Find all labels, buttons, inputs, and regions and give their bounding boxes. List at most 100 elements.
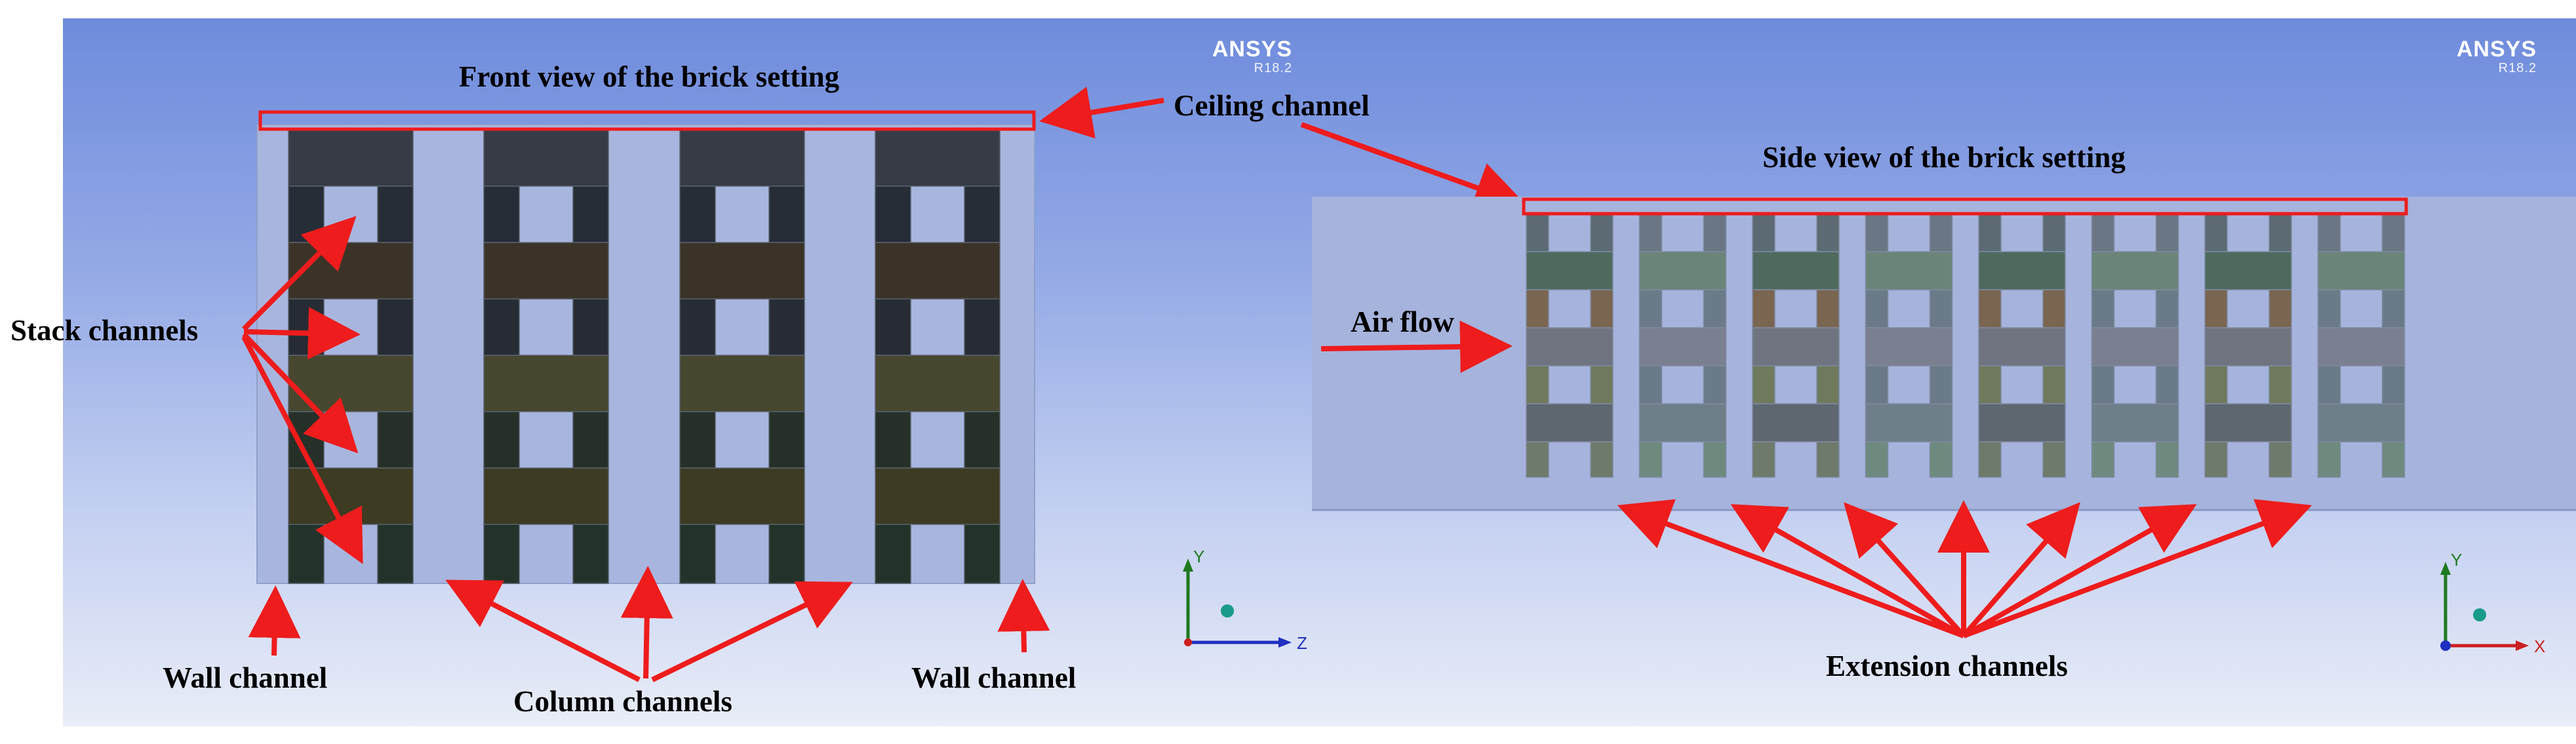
ceiling-channel-box bbox=[258, 110, 1036, 131]
side-brick-course bbox=[1978, 403, 2066, 442]
front-brick-course bbox=[483, 129, 609, 187]
side-view-title: Side view of the brick setting bbox=[1762, 141, 2126, 174]
side-brick-header bbox=[2091, 213, 2115, 252]
wall-channel-right-label: Wall channel bbox=[911, 661, 1076, 694]
side-brick-header bbox=[2204, 441, 2228, 478]
front-z-label: Z bbox=[1297, 633, 1307, 653]
ansys-logo-side: ANSYS R18.2 bbox=[2456, 37, 2537, 75]
side-brick-header bbox=[1978, 289, 2002, 328]
side-brick-course bbox=[2091, 327, 2179, 366]
side-brick-header bbox=[1816, 365, 1840, 404]
side-brick-header bbox=[1526, 365, 1549, 404]
side-axis-triad: Y X bbox=[2440, 550, 2545, 656]
air-flow-label: Air flow bbox=[1351, 305, 1454, 338]
side-brick-header bbox=[1590, 213, 1614, 252]
front-view-title: Front view of the brick setting bbox=[459, 60, 840, 93]
front-brick-header bbox=[483, 186, 520, 243]
side-brick-course bbox=[1526, 327, 1614, 366]
front-brick-header bbox=[572, 186, 609, 243]
side-brick-header bbox=[2269, 441, 2292, 478]
side-brick-header bbox=[2269, 365, 2292, 404]
front-brick-header bbox=[768, 298, 805, 356]
front-brick-course bbox=[679, 355, 805, 412]
side-brick-header bbox=[2381, 289, 2406, 328]
extension-channel-arrow bbox=[1962, 499, 2312, 638]
front-origin-marker bbox=[1221, 604, 1234, 617]
side-brick-header bbox=[2204, 365, 2228, 404]
extension-channel-arrow bbox=[1961, 501, 2080, 638]
side-brick-header bbox=[1590, 289, 1614, 328]
front-brick-course bbox=[875, 242, 1001, 300]
side-brick-course bbox=[1638, 403, 1727, 442]
front-brick-header bbox=[377, 411, 414, 469]
front-brick-header bbox=[572, 298, 609, 356]
side-brick-header bbox=[2155, 441, 2179, 478]
side-brick-header bbox=[1638, 213, 1663, 252]
front-brick-course bbox=[875, 467, 1001, 525]
side-brick-header bbox=[2269, 289, 2292, 328]
side-brick-setting bbox=[1312, 197, 2576, 511]
ceiling-channel-label: Ceiling channel bbox=[1174, 89, 1370, 122]
side-brick-header bbox=[1638, 289, 1663, 328]
side-brick-course bbox=[2317, 403, 2406, 442]
side-brick-header bbox=[2042, 441, 2066, 478]
side-brick-header bbox=[1703, 213, 1727, 252]
side-brick-header bbox=[1816, 213, 1840, 252]
side-brick-header bbox=[1526, 441, 1549, 478]
side-brick-course bbox=[1526, 251, 1614, 290]
side-brick-header bbox=[1865, 289, 1889, 328]
side-brick-course bbox=[2317, 251, 2406, 290]
front-brick-course bbox=[875, 129, 1001, 187]
front-brick-header bbox=[377, 186, 414, 243]
side-brick-header bbox=[2091, 441, 2115, 478]
front-brick-header bbox=[288, 186, 325, 243]
front-brick-header bbox=[875, 524, 911, 584]
side-brick-header bbox=[2155, 213, 2179, 252]
front-brick-header bbox=[875, 411, 911, 469]
extension-channel-arrow bbox=[1730, 504, 1965, 638]
side-brick-course bbox=[1865, 403, 1953, 442]
air-flow-arrow bbox=[1320, 320, 1513, 373]
side-brick-header bbox=[2091, 289, 2115, 328]
side-brick-header bbox=[2317, 213, 2341, 252]
side-x-label: X bbox=[2534, 636, 2545, 656]
side-brick-header bbox=[1865, 441, 1889, 478]
front-brick-header bbox=[964, 411, 1001, 469]
side-brick-header bbox=[1752, 213, 1775, 252]
front-brick-header bbox=[288, 524, 325, 584]
extension-channels-arrows bbox=[1617, 499, 2312, 638]
side-brick-header bbox=[2042, 213, 2066, 252]
side-brick-header bbox=[1590, 441, 1614, 478]
side-brick-course bbox=[1638, 327, 1727, 366]
side-brick-header bbox=[2317, 365, 2341, 404]
front-brick-header bbox=[875, 298, 911, 356]
front-brick-course bbox=[288, 242, 414, 300]
side-brick-header bbox=[2317, 441, 2341, 478]
wall-channel-left-label: Wall channel bbox=[163, 661, 327, 694]
side-brick-header bbox=[2381, 365, 2406, 404]
side-brick-header bbox=[1978, 365, 2002, 404]
front-brick-header bbox=[875, 186, 911, 243]
front-brick-header bbox=[679, 186, 716, 243]
front-brick-course bbox=[679, 242, 805, 300]
front-brick-header bbox=[377, 524, 414, 584]
side-brick-course bbox=[2204, 327, 2292, 366]
extension-channel-arrow bbox=[1843, 502, 1966, 638]
side-brick-header bbox=[2269, 213, 2292, 252]
side-brick-columns bbox=[1526, 213, 2406, 478]
side-brick-header bbox=[1703, 289, 1727, 328]
side-brick-header bbox=[1703, 365, 1727, 404]
side-brick-course bbox=[2091, 251, 2179, 290]
side-brick-header bbox=[1929, 365, 1953, 404]
side-brick-course bbox=[1752, 403, 1840, 442]
side-brick-header bbox=[2204, 213, 2228, 252]
front-brick-header bbox=[964, 186, 1001, 243]
side-brick-header bbox=[1752, 441, 1775, 478]
side-brick-course bbox=[2317, 327, 2406, 366]
side-brick-course bbox=[1865, 251, 1953, 290]
side-brick-header bbox=[2042, 289, 2066, 328]
side-y-label: Y bbox=[2451, 550, 2462, 570]
side-brick-course bbox=[1752, 251, 1840, 290]
front-brick-course bbox=[483, 242, 609, 300]
